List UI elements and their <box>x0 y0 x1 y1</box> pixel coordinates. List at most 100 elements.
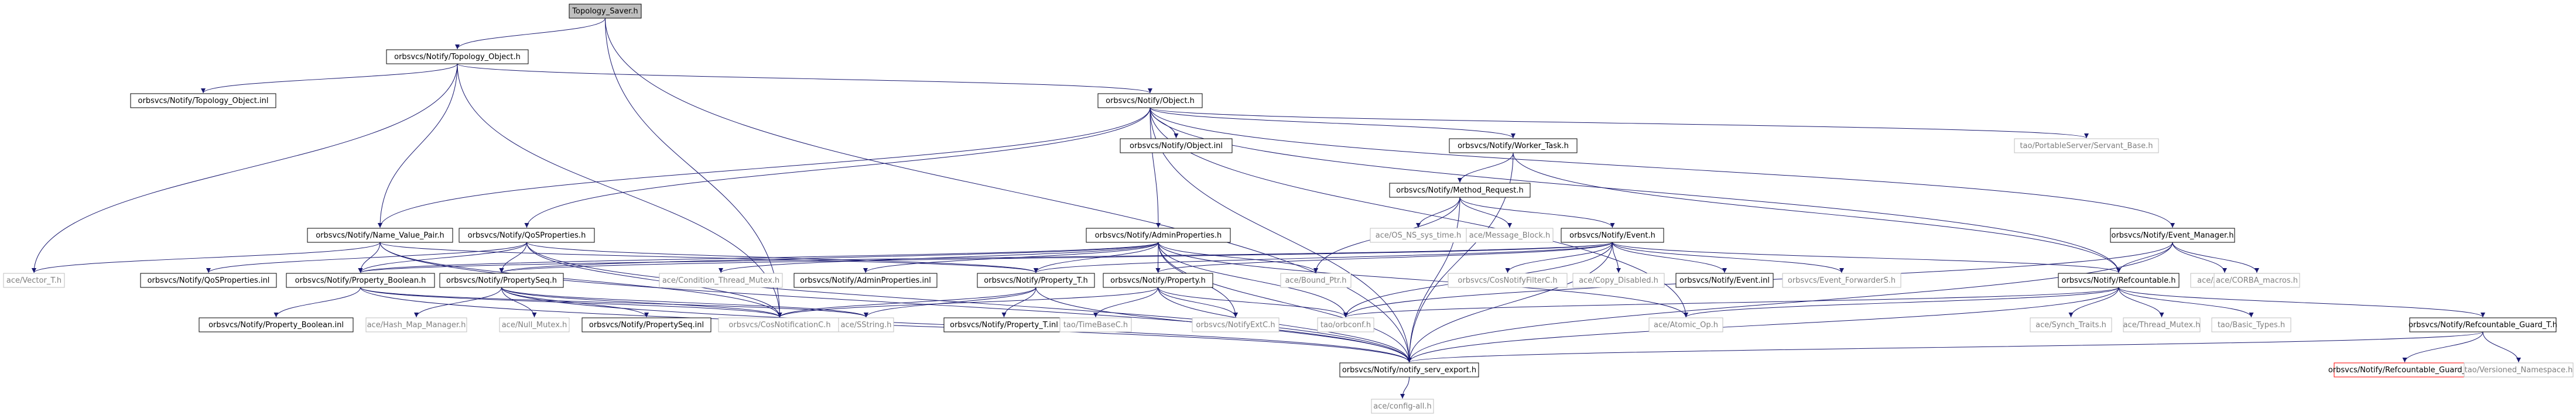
node-box <box>459 228 595 243</box>
graph-node[interactable]: orbsvcs/Notify/Event_Manager.h <box>2110 228 2235 243</box>
dependency-edge <box>1150 107 2175 228</box>
node-label: ace/Bound_Ptr.h <box>1285 276 1346 285</box>
graph-node: ace/Copy_Disabled.h <box>1572 273 1665 288</box>
graph-node[interactable]: orbsvcs/Notify/Method_Request.h <box>1389 183 1531 198</box>
dependency-edge <box>1034 242 1613 273</box>
node-label: orbsvcs/Notify/Property_Boolean.inl <box>208 321 344 330</box>
node-box <box>1086 228 1231 243</box>
graph-node: ace/Vector_T.h <box>3 273 65 288</box>
graph-node: tao/TimeBaseC.h <box>1059 317 1132 332</box>
dependency-edge <box>719 242 1159 273</box>
node-label: orbsvcs/Notify/PropertySeq.inl <box>589 321 704 330</box>
node-box <box>130 93 276 108</box>
graph-node[interactable]: orbsvcs/Notify/Property_T.h <box>977 273 1095 288</box>
dependency-edge <box>1458 152 1514 183</box>
dependency-edge <box>206 242 527 273</box>
dependency-edge <box>201 63 458 94</box>
graph-node[interactable]: orbsvcs/Notify/PropertySeq.h <box>439 273 564 288</box>
node-box <box>1370 228 1467 243</box>
node-label: ace/config-all.h <box>1373 402 1432 411</box>
node-label: orbsvcs/Notify/Topology_Object.h <box>394 53 521 61</box>
graph-node: tao/Basic_Types.h <box>2211 317 2291 332</box>
graph-node[interactable]: orbsvcs/Notify/Property_Boolean.h <box>286 273 435 288</box>
node-box <box>1389 183 1531 198</box>
node-label: tao/TimeBaseC.h <box>1063 321 1128 330</box>
node-label: orbsvcs/Notify/QoSProperties.h <box>468 231 586 240</box>
dependency-edge <box>2068 287 2119 318</box>
graph-node[interactable]: orbsvcs/Notify/PropertySeq.inl <box>581 317 711 332</box>
node-box <box>659 273 783 288</box>
graph-node: tao/PortableServer/Servant_Base.h <box>2014 138 2159 153</box>
graph-node[interactable]: orbsvcs/Notify/AdminProperties.h <box>1086 228 1231 243</box>
dependency-edge <box>1150 107 2089 139</box>
node-box <box>1280 273 1352 288</box>
node-box <box>977 273 1095 288</box>
graph-node[interactable]: orbsvcs/Notify/Topology_Object.inl <box>130 93 276 108</box>
dependency-edge <box>501 287 649 318</box>
dependency-edge <box>2172 242 2259 273</box>
graph-node[interactable]: orbsvcs/Notify/Name_Value_Pair.h <box>307 228 453 243</box>
graph-node: ace/Bound_Ptr.h <box>1280 273 1352 288</box>
dependency-edge <box>501 287 537 318</box>
node-box <box>1097 93 1203 108</box>
node-box <box>2409 317 2557 332</box>
dependency-edge <box>605 18 782 318</box>
dependency-edge <box>1150 107 1161 228</box>
graph-node[interactable]: orbsvcs/Notify/Object.h <box>1097 93 1203 108</box>
graph-node[interactable]: orbsvcs/Notify/Object.inl <box>1120 138 1233 153</box>
dependency-edge <box>524 107 1151 228</box>
graph-node: tao/orbconf.h <box>1317 317 1374 332</box>
node-box <box>1339 362 1479 378</box>
graph-node[interactable]: orbsvcs/Notify/QoSProperties.inl <box>140 273 277 288</box>
dependency-edge <box>2118 287 2164 318</box>
dependency-edge <box>2118 287 2485 318</box>
dependency-edge <box>526 242 782 318</box>
node-label: orbsvcs/Notify/Event.h <box>1569 231 1655 240</box>
graph-node[interactable]: orbsvcs/Notify/Topology_Object.h <box>386 49 529 64</box>
dependency-edge <box>1684 287 2119 318</box>
graph-node: ace/Thread_Mutex.h <box>2123 317 2201 332</box>
dependency-edge <box>1158 287 1238 318</box>
node-label: tao/orbconf.h <box>1321 321 1371 330</box>
graph-node: ace/Null_Mutex.h <box>499 317 570 332</box>
node-label: orbsvcs/Notify/Property_T.inl <box>950 321 1058 330</box>
dependency-edge <box>32 242 381 273</box>
dependency-edge <box>1459 197 1512 228</box>
node-box <box>793 273 938 288</box>
node-box <box>1448 273 1568 288</box>
graph-node[interactable]: orbsvcs/Notify/Property_T.inl <box>943 317 1065 332</box>
graph-node[interactable]: orbsvcs/Notify/notify_serv_export.h <box>1339 362 1479 378</box>
graph-node: ace/Synch_Traits.h <box>2030 317 2112 332</box>
node-box <box>1675 273 1774 288</box>
graph-node[interactable]: orbsvcs/Notify/Event.inl <box>1675 273 1774 288</box>
dependency-edge <box>32 63 458 273</box>
node-box <box>140 273 277 288</box>
dependency-edge <box>863 242 1159 273</box>
dependency-edge <box>1155 242 1613 273</box>
node-label: ace/Hash_Map_Manager.h <box>367 321 466 330</box>
node-box <box>499 317 570 332</box>
node-box <box>1648 317 1723 332</box>
graph-node[interactable]: orbsvcs/Notify/Refcountable_Guard_T.h <box>2409 317 2557 332</box>
graph-node[interactable]: orbsvcs/Notify/Refcountable.h <box>2058 273 2180 288</box>
dependency-edge <box>1158 287 1412 363</box>
node-label: tao/Basic_Types.h <box>2218 321 2285 330</box>
node-label: orbsvcs/Notify/Worker_Task.h <box>1458 142 1569 150</box>
graph-node[interactable]: orbsvcs/Notify/Property.h <box>1103 273 1213 288</box>
dependency-edge <box>455 18 605 50</box>
graph-node[interactable]: orbsvcs/Notify/AdminProperties.inl <box>793 273 938 288</box>
graph-node[interactable]: orbsvcs/Notify/Event.h <box>1561 228 1664 243</box>
node-label: ace/Thread_Mutex.h <box>2123 321 2201 330</box>
dependency-edge <box>379 242 782 318</box>
node-label: ace/Condition_Thread_Mutex.h <box>662 276 779 285</box>
node-label: ace/Message_Block.h <box>1469 231 1551 240</box>
graph-node[interactable]: orbsvcs/Notify/Refcountable_Guard_T.inl <box>2328 362 2481 378</box>
dependency-edge <box>1150 107 2121 273</box>
graph-node[interactable]: orbsvcs/Notify/QoSProperties.h <box>459 228 595 243</box>
node-box <box>1561 228 1664 243</box>
graph-node[interactable]: orbsvcs/Notify/Property_Boolean.inl <box>199 317 354 332</box>
dependency-edge <box>1150 107 1516 139</box>
dependency-edge <box>2482 331 2521 363</box>
graph-node[interactable]: orbsvcs/Notify/Worker_Task.h <box>1449 138 1578 153</box>
graph-node: ace/Message_Block.h <box>1466 228 1554 243</box>
